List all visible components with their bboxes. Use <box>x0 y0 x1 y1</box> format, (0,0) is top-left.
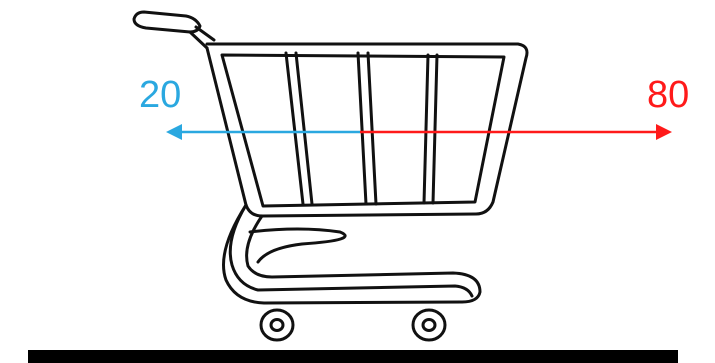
shopping-cart-icon <box>134 12 527 340</box>
right-arrow-icon <box>360 124 672 140</box>
right-value-label: 80 <box>647 74 689 116</box>
ground-bar <box>28 350 678 363</box>
left-value-label: 20 <box>139 74 181 116</box>
left-arrow-icon <box>166 124 360 140</box>
